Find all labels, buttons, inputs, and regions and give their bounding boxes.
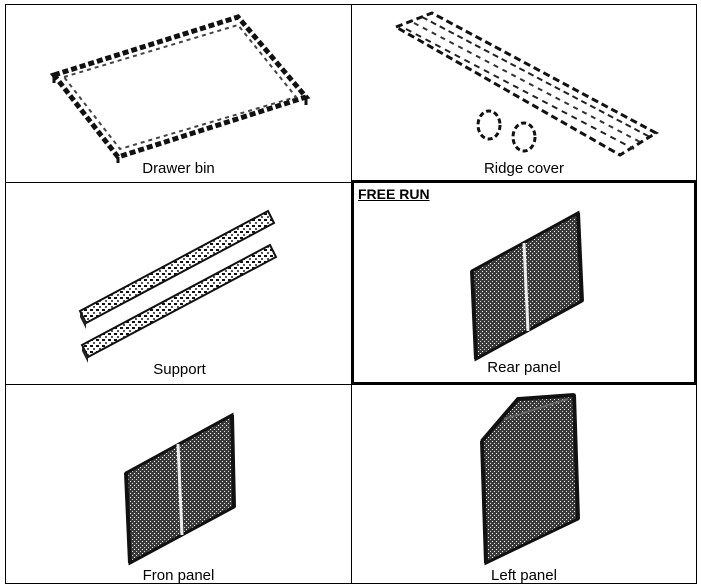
support-icon [78,209,278,363]
part-cell-left-panel: Left panel [351,384,697,584]
ridge-cover-icon [392,11,660,157]
parts-sheet: Drawer bin Ridge cover Support FREE RUN [5,4,697,584]
part-label-rear-panel: Rear panel [487,359,561,376]
part-label-drawer-bin: Drawer bin [142,160,215,177]
part-cell-drawer-bin: Drawer bin [5,4,352,183]
part-label-support: Support [153,361,206,378]
part-label-ridge-cover: Ridge cover [483,160,565,177]
part-cell-rear-panel: FREE RUN Rear panel [351,180,697,385]
rear-panel-icon [470,210,584,362]
part-cell-ridge-cover: Ridge cover [351,4,697,183]
part-cell-support: Support [5,182,354,385]
front-panel-icon [124,412,236,566]
part-cell-front-panel: Fron panel [5,384,352,584]
drawer-bin-icon [49,14,311,163]
part-label-left-panel: Left panel [491,567,557,584]
left-panel-icon [480,393,580,566]
part-label-front-panel: Fron panel [142,567,215,584]
free-run-tag: FREE RUN [358,186,430,202]
